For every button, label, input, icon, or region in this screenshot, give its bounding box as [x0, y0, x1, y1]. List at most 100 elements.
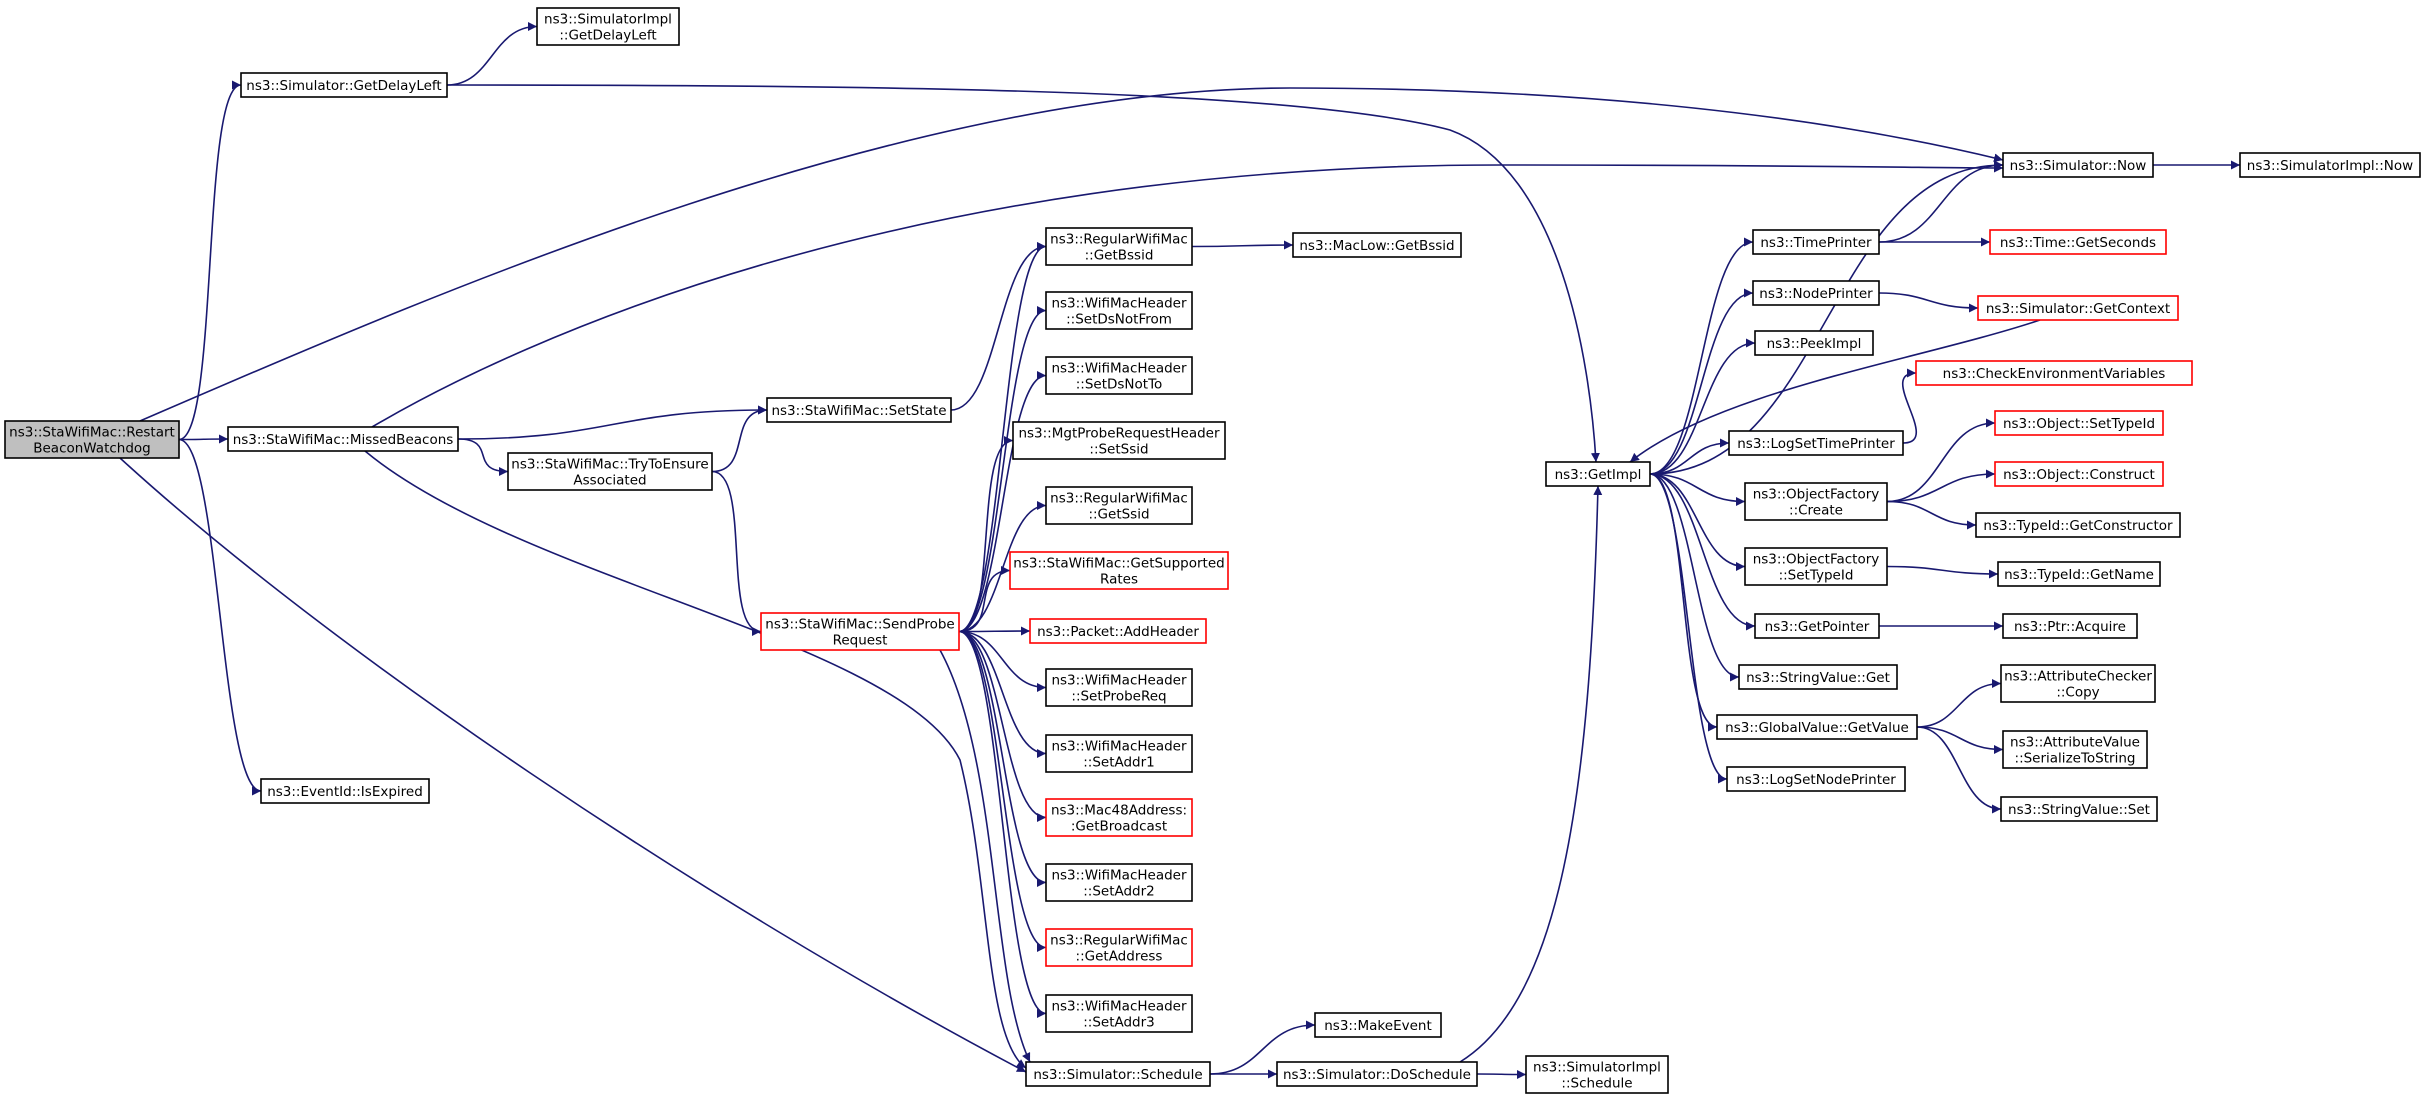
node-label: ::SetAddr1 [1083, 755, 1155, 771]
edge-do_schedule-to-simimpl_schedule [1476, 1069, 1527, 1079]
node-typeid_get_constructor[interactable]: ns3::TypeId::GetConstructor [1975, 512, 2181, 538]
node-mac48_get_broadcast[interactable]: ns3::Mac48Address::GetBroadcast [1045, 798, 1193, 837]
node-label: ns3::TimePrinter [1760, 235, 1872, 251]
node-box [1012, 421, 1226, 460]
node-time_printer[interactable]: ns3::TimePrinter [1752, 229, 1880, 255]
node-time_get_seconds[interactable]: ns3::Time::GetSeconds [1989, 229, 2167, 255]
node-get_delay_left[interactable]: ns3::Simulator::GetDelayLeft [240, 72, 448, 98]
node-peek_impl[interactable]: ns3::PeekImpl [1754, 330, 1874, 356]
node-label: ns3::SimulatorImpl::Now [2247, 158, 2413, 174]
node-regular_get_bssid[interactable]: ns3::RegularWifiMac::GetBssid [1045, 227, 1193, 266]
node-packet_add_header[interactable]: ns3::Packet::AddHeader [1029, 618, 1207, 644]
node-ptr_acquire[interactable]: ns3::Ptr::Acquire [2002, 613, 2138, 639]
node-string_value_get[interactable]: ns3::StringValue::Get [1738, 664, 1898, 690]
edge-global_value_get_value-to-attr_value_serialize [1916, 726, 2004, 754]
edge-log_set_time_printer-to-check_env_vars [1902, 368, 1917, 444]
node-set_ds_not_to[interactable]: ns3::WifiMacHeader::SetDsNotTo [1045, 356, 1193, 395]
node-event_is_expired[interactable]: ns3::EventId::IsExpired [260, 778, 430, 804]
node-regular_get_ssid[interactable]: ns3::RegularWifiMac::GetSsid [1045, 486, 1193, 525]
node-get_context[interactable]: ns3::Simulator::GetContext [1977, 295, 2179, 321]
edge-set_state-to-regular_get_bssid [950, 242, 1047, 411]
node-get_impl[interactable]: ns3::GetImpl [1545, 461, 1651, 487]
node-label: ::GetDelayLeft [559, 28, 656, 44]
node-label: ns3::Simulator::GetContext [1986, 301, 2170, 317]
node-set_addr3[interactable]: ns3::WifiMacHeader::SetAddr3 [1045, 994, 1193, 1033]
edge-send_probe_request-to-simulator_schedule [939, 649, 1031, 1063]
node-simimpl_schedule[interactable]: ns3::SimulatorImpl::Schedule [1525, 1055, 1669, 1094]
node-box [2002, 613, 2138, 639]
node-simulator_schedule[interactable]: ns3::Simulator::Schedule [1025, 1061, 1211, 1087]
edge-regular_get_bssid-to-maclow_get_bssid [1191, 240, 1294, 250]
node-factory_create[interactable]: ns3::ObjectFactory::Create [1744, 482, 1888, 521]
edge-time_printer-to-simulator_now [1878, 160, 2004, 243]
node-box [2000, 796, 2158, 822]
edge-factory_create-to-typeid_get_constructor [1886, 500, 1977, 530]
node-label: ns3::StaWifiMac::MissedBeacons [233, 432, 454, 448]
node-missed_beacons[interactable]: ns3::StaWifiMac::MissedBeacons [227, 426, 459, 452]
node-global_value_get_value[interactable]: ns3::GlobalValue::GetValue [1716, 714, 1918, 740]
node-box [1915, 360, 2193, 386]
edge-send_probe_request-to-get_supported_rates [958, 566, 1011, 633]
edge-send_probe_request-to-packet_add_header [958, 626, 1031, 636]
node-make_event[interactable]: ns3::MakeEvent [1314, 1012, 1442, 1038]
node-attr_value_serialize[interactable]: ns3::AttributeValue::SerializeToString [2002, 730, 2148, 769]
node-label: ns3::StaWifiMac::TryToEnsure [511, 457, 708, 473]
node-string_value_set[interactable]: ns3::StringValue::Set [2000, 796, 2158, 822]
node-label: ::SetDsNotTo [1076, 377, 1163, 393]
edge-get_context-to-get_impl [1629, 319, 2041, 463]
node-set_ds_not_from[interactable]: ns3::WifiMacHeader::SetDsNotFrom [1045, 291, 1193, 330]
node-box [1045, 356, 1193, 395]
node-maclow_get_bssid[interactable]: ns3::MacLow::GetBssid [1292, 232, 1462, 258]
node-box [2002, 730, 2148, 769]
node-simulator_now[interactable]: ns3::Simulator::Now [2002, 152, 2154, 178]
node-typeid_get_name[interactable]: ns3::TypeId::GetName [1997, 561, 2161, 587]
node-label: ::SetAddr2 [1083, 884, 1155, 900]
node-label: ns3::Mac48Address: [1051, 803, 1187, 819]
node-set_probe_req[interactable]: ns3::WifiMacHeader::SetProbeReq [1045, 668, 1193, 707]
node-box [1975, 512, 2181, 538]
node-box [1045, 227, 1193, 266]
node-label: ns3::StaWifiMac::Restart [9, 425, 175, 441]
node-box [1994, 461, 2164, 487]
node-box [1525, 1055, 1669, 1094]
node-check_env_vars[interactable]: ns3::CheckEnvironmentVariables [1915, 360, 2193, 386]
node-get_pointer[interactable]: ns3::GetPointer [1754, 613, 1880, 639]
node-node_printer[interactable]: ns3::NodePrinter [1752, 280, 1880, 306]
node-object_construct[interactable]: ns3::Object::Construct [1994, 461, 2164, 487]
node-log_set_time_printer[interactable]: ns3::LogSetTimePrinter [1728, 430, 1904, 456]
node-set_addr2[interactable]: ns3::WifiMacHeader::SetAddr2 [1045, 863, 1193, 902]
node-simimpl_get_delay_left[interactable]: ns3::SimulatorImpl::GetDelayLeft [536, 7, 680, 46]
node-log_set_node_printer[interactable]: ns3::LogSetNodePrinter [1726, 766, 1906, 792]
node-regular_get_address[interactable]: ns3::RegularWifiMac::GetAddress [1045, 928, 1193, 967]
edge-restart_beacon_watchdog-to-simulator_now [139, 87, 2004, 422]
node-mgt_set_ssid[interactable]: ns3::MgtProbeRequestHeader::SetSsid [1012, 421, 1226, 460]
node-label: ns3::EventId::IsExpired [267, 784, 423, 800]
node-box [1989, 229, 2167, 255]
node-label: ns3::Simulator::Now [2010, 158, 2147, 174]
node-set_state[interactable]: ns3::StaWifiMac::SetState [766, 397, 952, 423]
node-label: ::SetSsid [1089, 442, 1148, 458]
node-box [1726, 766, 1906, 792]
node-attr_checker_copy[interactable]: ns3::AttributeChecker::Copy [2000, 664, 2156, 703]
node-label: ns3::Simulator::Schedule [1033, 1067, 1202, 1083]
node-do_schedule[interactable]: ns3::Simulator::DoSchedule [1276, 1061, 1478, 1087]
node-box [1009, 551, 1229, 590]
edge-factory_create-to-object_set_type_id [1886, 418, 1996, 503]
edge-send_probe_request-to-regular_get_address [958, 630, 1047, 952]
node-factory_set_type_id[interactable]: ns3::ObjectFactory::SetTypeId [1744, 547, 1888, 586]
node-set_addr1[interactable]: ns3::WifiMacHeader::SetAddr1 [1045, 734, 1193, 773]
edge-restart_beacon_watchdog-to-missed_beacons [178, 434, 229, 444]
node-box [507, 452, 713, 491]
node-simimpl_now[interactable]: ns3::SimulatorImpl::Now [2239, 152, 2421, 178]
node-label: ns3::GlobalValue::GetValue [1725, 720, 1909, 736]
node-object_set_type_id[interactable]: ns3::Object::SetTypeId [1994, 410, 2164, 436]
edge-send_probe_request-to-mgt_set_ssid [958, 436, 1014, 633]
edge-do_schedule-to-get_impl [1459, 485, 1603, 1063]
node-box [1716, 714, 1918, 740]
node-box [766, 397, 952, 423]
